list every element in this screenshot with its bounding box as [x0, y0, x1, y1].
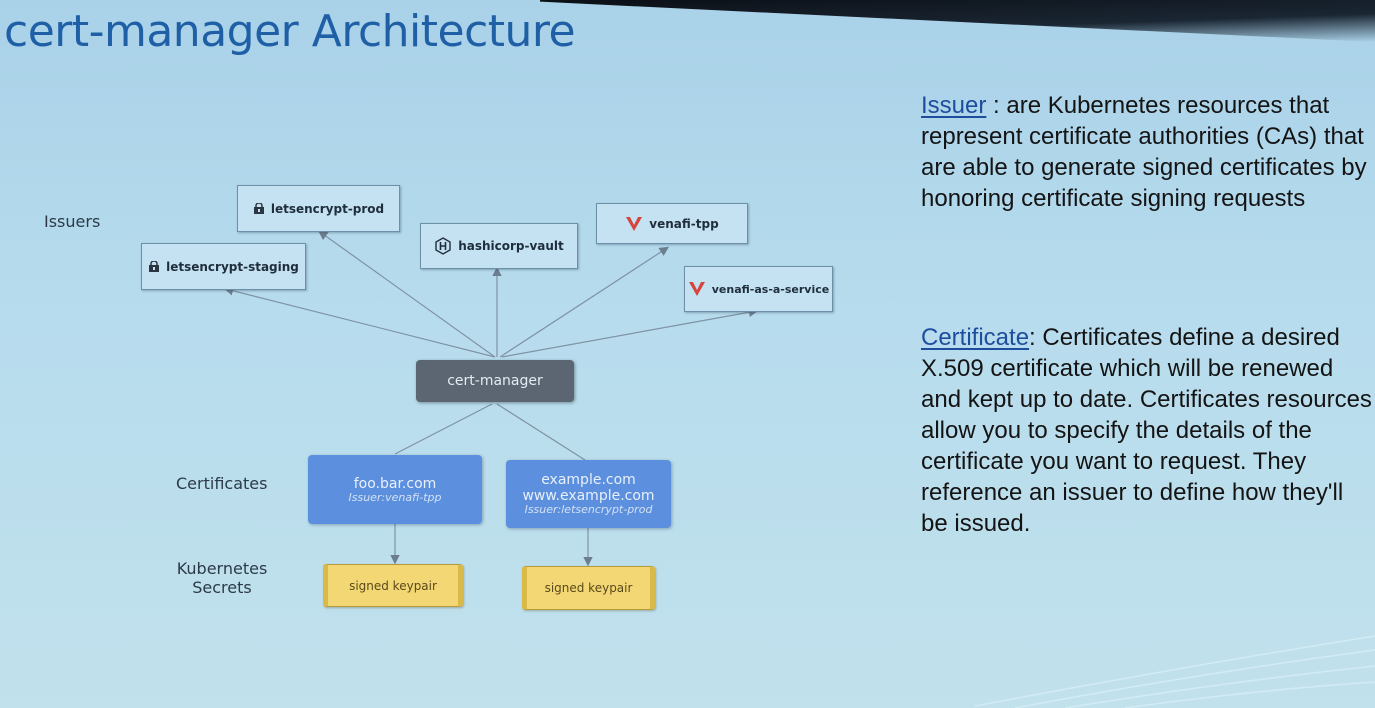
issuer-letsencrypt-staging: letsencrypt-staging [141, 243, 306, 290]
issuer-term: Issuer [921, 92, 987, 119]
issuer-venafi-as-a-service: venafi-as-a-service [684, 266, 833, 312]
edge-core-venafi-as-a-service [501, 307, 759, 358]
edge-cert2-core [496, 403, 586, 461]
edge-cert1-core [394, 403, 493, 455]
hashicorp-logo-icon [434, 237, 452, 255]
certificate-term: Certificate [921, 324, 1030, 351]
row-label-secrets-line1: Kubernetes [176, 559, 268, 578]
issuer-letsencrypt-prod: letsencrypt-prod [237, 185, 400, 232]
venafi-v-logo-icon [688, 281, 706, 297]
certificate-domain-secondary: www.example.com [522, 488, 655, 504]
lock-icon [148, 261, 160, 272]
edge-core-venafi-tpp [499, 246, 670, 358]
issuer-hashicorp-vault: hashicorp-vault [420, 223, 578, 269]
issuer-hashicorp-vault-label: hashicorp-vault [458, 239, 564, 253]
certificate-domain: example.com [541, 472, 636, 488]
issuer-description: Issuer : are Kubernetes resources that r… [921, 90, 1373, 214]
decorative-curves [975, 635, 1375, 708]
certificate-description: Certificate: Certificates define a desir… [921, 322, 1373, 539]
certificate-description-text: : Certificates define a desired X.509 ce… [921, 324, 1372, 537]
issuer-venafi-tpp: venafi-tpp [596, 203, 748, 244]
issuer-description-text: : are Kubernetes resources that represen… [921, 92, 1367, 212]
certificate-issuer-ref: Issuer:venafi-tpp [348, 490, 442, 504]
issuer-letsencrypt-staging-label: letsencrypt-staging [166, 259, 299, 274]
secret-signed-keypair-2: signed keypair [522, 566, 655, 610]
certificate-example-com: example.com www.example.com Issuer:letse… [506, 460, 671, 528]
issuer-letsencrypt-prod-label: letsencrypt-prod [270, 201, 385, 216]
issuer-venafi-as-a-service-label: venafi-as-a-service [711, 282, 830, 296]
certificate-domain: foo.bar.com [353, 475, 437, 492]
row-label-kubernetes-secrets: Kubernetes Secrets [176, 559, 268, 597]
secret-signed-keypair-1: signed keypair [323, 564, 463, 607]
edge-core-letsencrypt-staging [223, 286, 496, 358]
edge-core-letsencrypt-prod [318, 230, 496, 358]
cert-manager-box: cert-manager [416, 360, 574, 402]
certificate-issuer-ref: Issuer:letsencrypt-prod [524, 503, 653, 516]
slide-title: cert-manager Architecture [4, 6, 576, 57]
row-label-secrets-line2: Secrets [192, 578, 252, 597]
venafi-v-logo-icon [625, 216, 643, 232]
issuer-venafi-tpp-label: venafi-tpp [649, 216, 719, 231]
row-label-issuers: Issuers [44, 212, 101, 231]
row-label-certificates: Certificates [176, 474, 268, 493]
certificate-foo-bar-com: foo.bar.com Issuer:venafi-tpp [308, 455, 482, 524]
lock-icon [253, 203, 265, 214]
